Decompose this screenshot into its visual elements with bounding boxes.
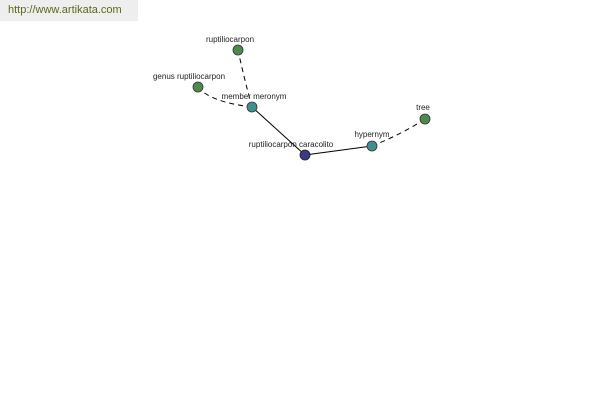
- edge-center-member-meronym: [251, 106, 306, 156]
- label-hypernym: hypernym: [354, 130, 389, 139]
- label-genus-ruptiliocarpon: genus ruptiliocarpon: [153, 72, 225, 81]
- label-ruptiliocarpon: ruptiliocarpon: [206, 35, 254, 44]
- node-member-meronym[interactable]: [246, 101, 258, 113]
- node-tree[interactable]: [419, 113, 431, 125]
- label-tree: tree: [416, 103, 430, 112]
- edge-center-hypernym: [304, 145, 373, 156]
- label-member-meronym: member meronym: [222, 92, 287, 101]
- node-genus-ruptiliocarpon[interactable]: [192, 81, 204, 93]
- node-ruptiliocarpon[interactable]: [232, 44, 244, 56]
- node-hypernym[interactable]: [366, 140, 378, 152]
- label-center: ruptiliocarpon caracolito: [249, 140, 334, 149]
- node-center[interactable]: [299, 149, 311, 161]
- source-url-banner[interactable]: http://www.artikata.com: [0, 0, 138, 21]
